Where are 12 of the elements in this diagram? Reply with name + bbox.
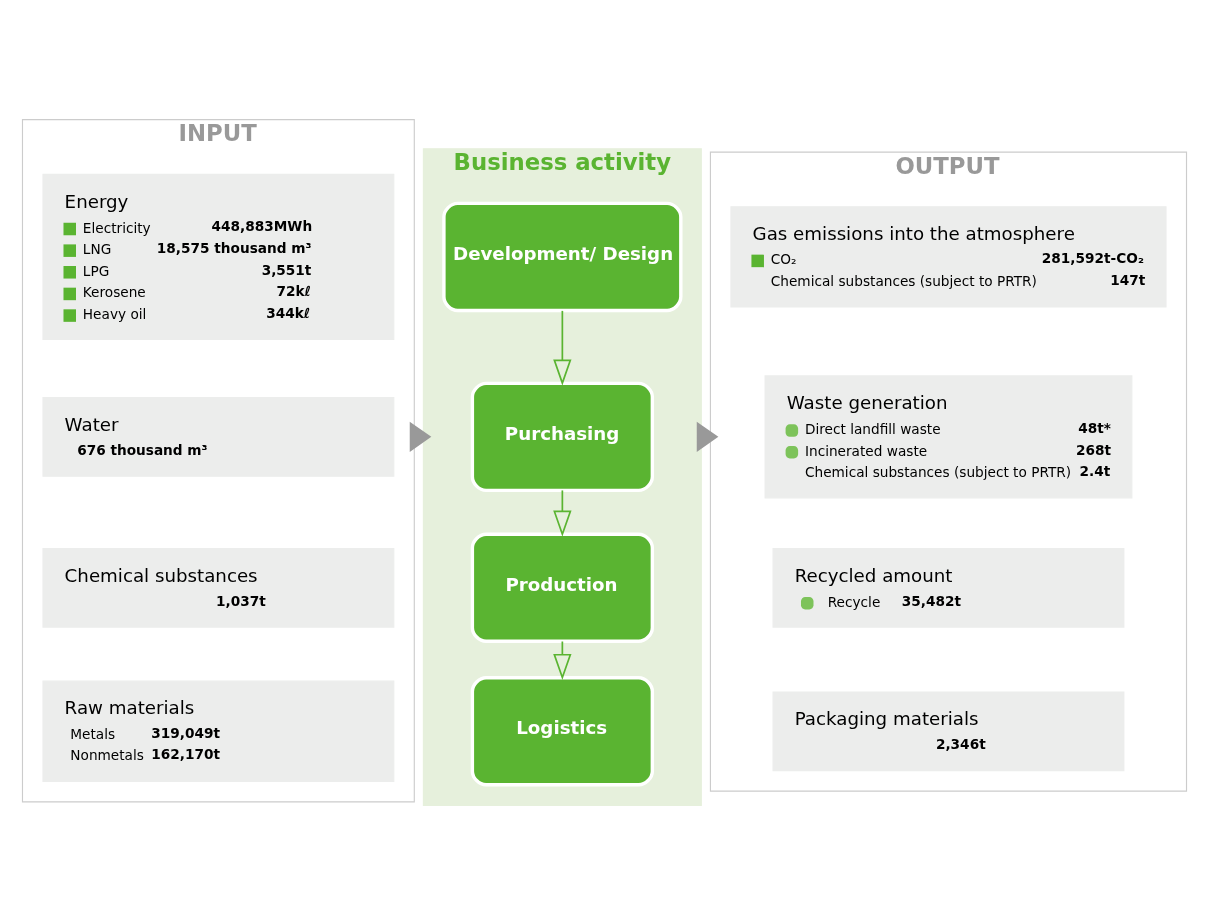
- arrow: [696, 421, 719, 452]
- arrow: [409, 421, 432, 452]
- arrow: [553, 309, 572, 386]
- node-box: Development/ Design: [442, 201, 683, 312]
- node-box: Gas emissions into the atmosphere CO₂ 281,592t-CO₂ Chemical substances (subject to PRTR) 147t: [730, 205, 1167, 308]
- node-box: Production: [470, 532, 655, 643]
- node-box: Recycled amount Recycle 35,482t: [772, 547, 1125, 628]
- node-box: Energy Electricity 448,883MWh LNG 18,575 thousand m³ LPG 3,551t Kerosene 72kℓ Heavy oil 344kℓ: [42, 173, 395, 340]
- node-box: Logistics: [470, 675, 655, 787]
- node-box: Purchasing: [470, 381, 655, 492]
- arrow: [553, 489, 572, 537]
- node-box: Waste generation Direct landfill waste 48t* Incinerated waste 268t Chemical substances (subject to PRTR) 2.4t: [764, 374, 1133, 498]
